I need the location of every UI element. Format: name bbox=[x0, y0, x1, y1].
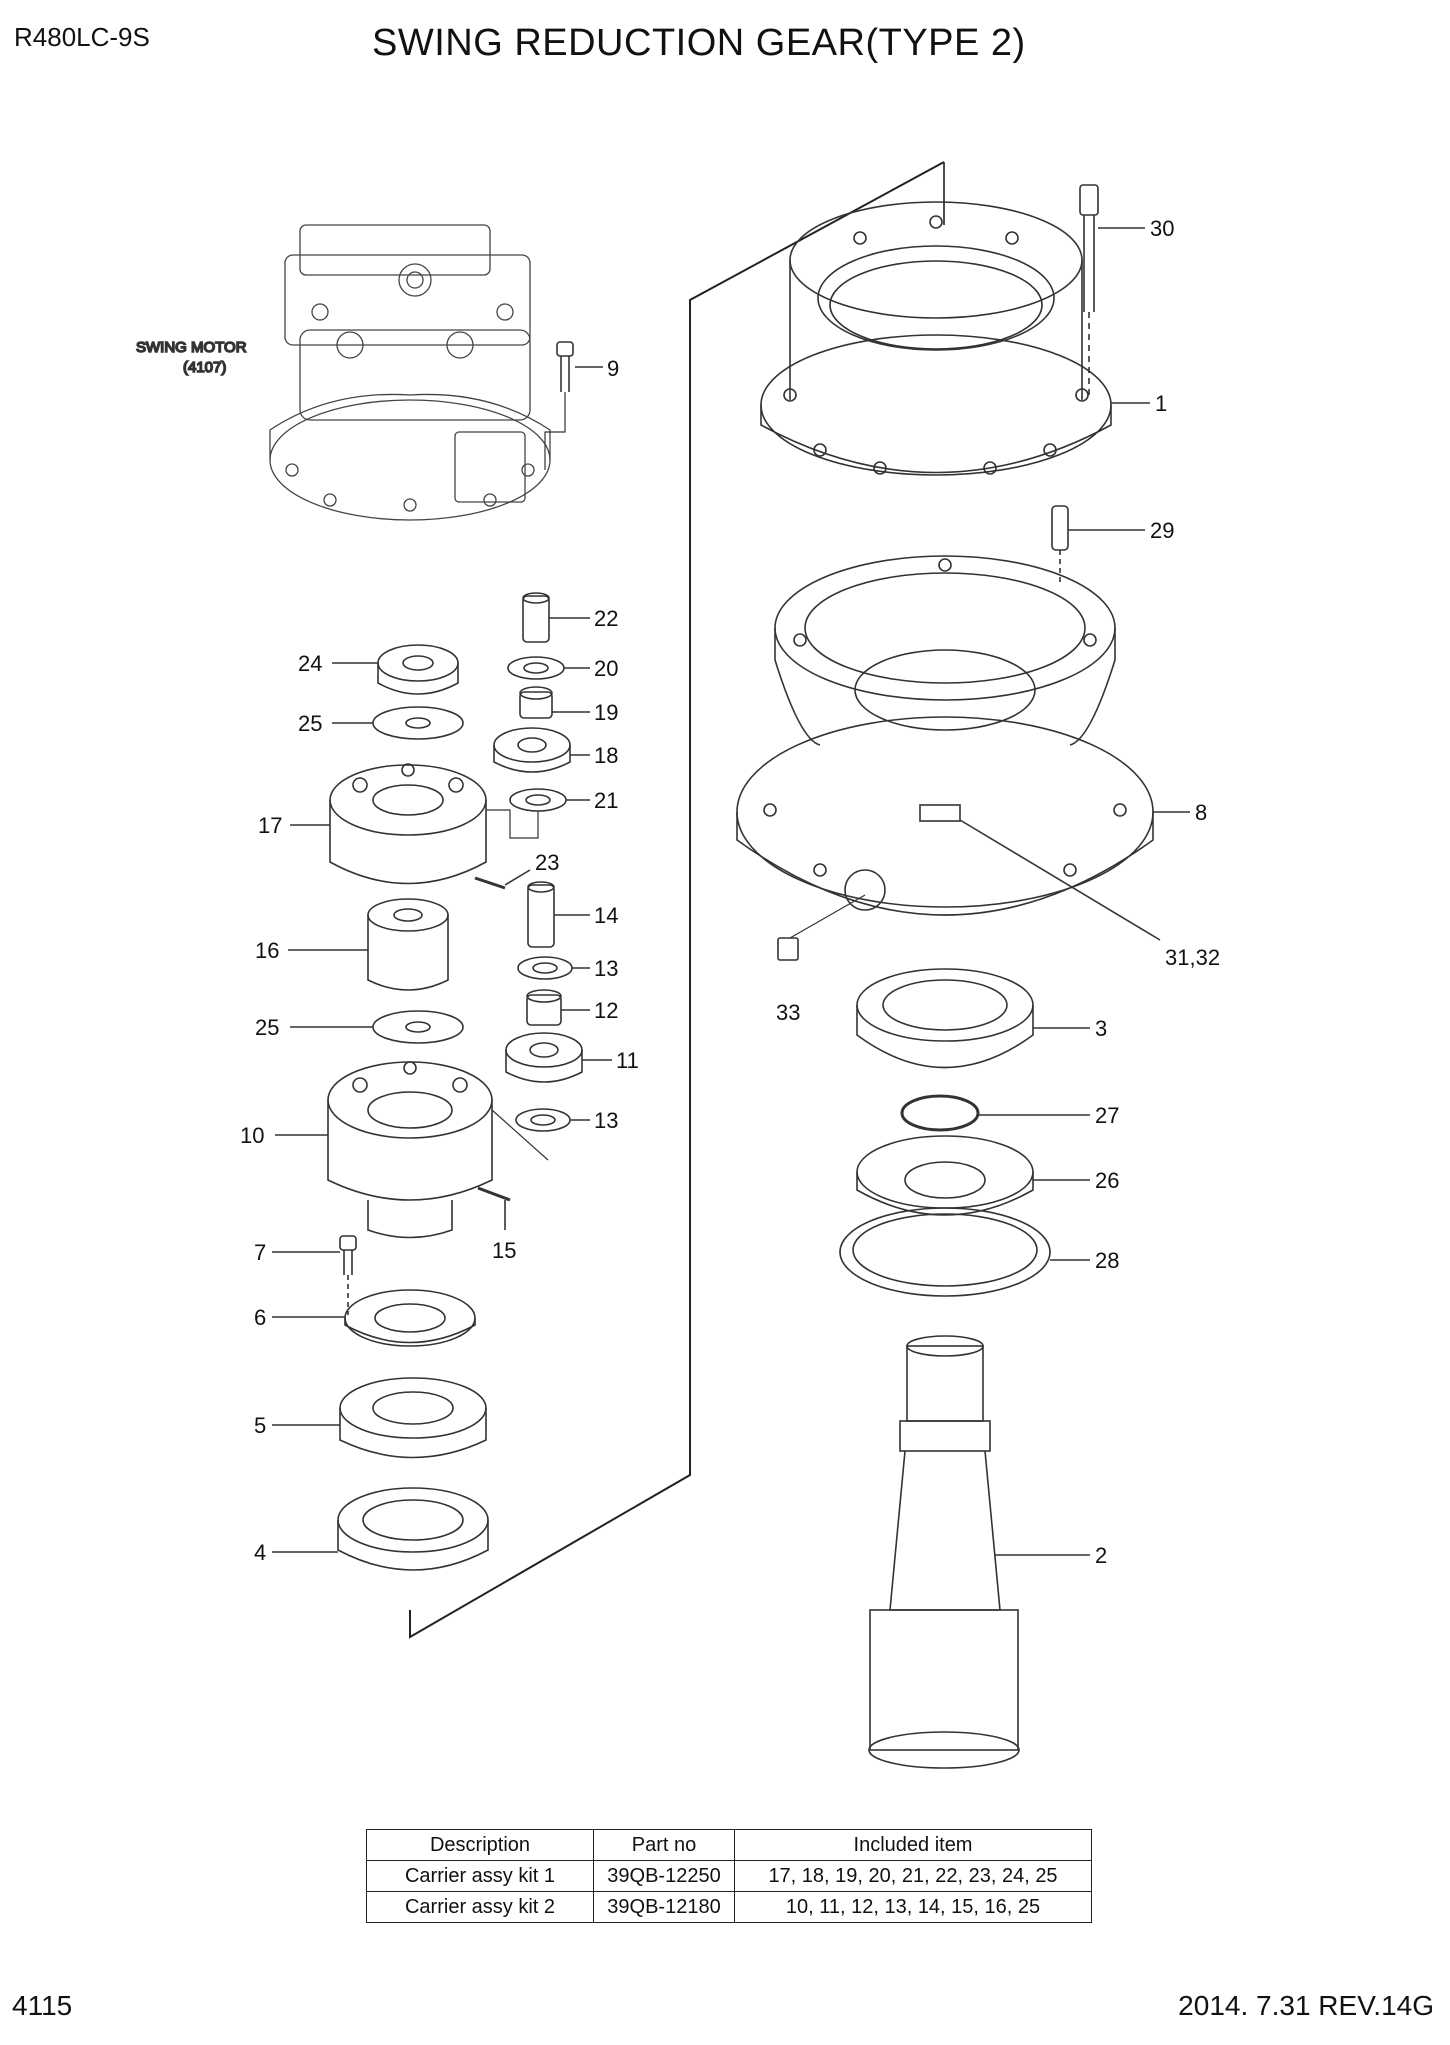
callout-15: 15 bbox=[492, 1238, 516, 1263]
header-description: Description bbox=[366, 1829, 594, 1861]
part-18-planet-gear bbox=[493, 727, 571, 773]
callout-2: 2 bbox=[1095, 1543, 1107, 1568]
part-29-pin bbox=[1051, 505, 1069, 585]
callout-7: 7 bbox=[254, 1240, 266, 1265]
part-11-planet-gear bbox=[505, 1032, 583, 1083]
part-33-plug bbox=[777, 894, 866, 961]
part-13-washer-lower bbox=[515, 1108, 571, 1132]
part-24-gear bbox=[377, 644, 459, 695]
part-2-pinion-shaft bbox=[868, 1335, 1020, 1769]
page-title: SWING REDUCTION GEAR(TYPE 2) bbox=[372, 22, 1026, 64]
part-14-pin bbox=[527, 881, 555, 948]
callout-9: 9 bbox=[607, 356, 619, 381]
callout-16: 16 bbox=[255, 938, 279, 963]
model-code: R480LC-9S bbox=[14, 22, 150, 52]
callout-18: 18 bbox=[594, 743, 618, 768]
callout-28: 28 bbox=[1095, 1248, 1119, 1273]
cell-included-item: 10, 11, 12, 13, 14, 15, 16, 25 bbox=[734, 1891, 1092, 1923]
part-4-bearing bbox=[337, 1487, 489, 1571]
part-13-washer-upper bbox=[517, 956, 573, 980]
cell-part-no: 39QB-12250 bbox=[593, 1860, 735, 1892]
header-part-no: Part no bbox=[593, 1829, 735, 1861]
part-22-pin bbox=[522, 592, 550, 643]
part-27-o-ring bbox=[900, 1094, 980, 1132]
part-8-casing bbox=[736, 555, 1154, 916]
table-row: Carrier assy kit 2 39QB-12180 10, 11, 12… bbox=[366, 1891, 1092, 1923]
callout-1: 1 bbox=[1155, 391, 1167, 416]
callout-19: 19 bbox=[594, 700, 618, 725]
callout-29: 29 bbox=[1150, 518, 1174, 543]
part-5-collar bbox=[339, 1377, 487, 1459]
callout-11: 11 bbox=[616, 1048, 639, 1073]
part-1-ring-gear bbox=[760, 201, 1112, 476]
callout-13-upper: 13 bbox=[594, 956, 618, 981]
callout-24: 24 bbox=[298, 651, 322, 676]
kit-table: Description Part no Included item Carrie… bbox=[366, 1829, 1092, 1923]
callout-4: 4 bbox=[254, 1540, 266, 1565]
cell-description: Carrier assy kit 1 bbox=[366, 1860, 594, 1892]
table-row: Carrier assy kit 1 39QB-12250 17, 18, 19… bbox=[366, 1860, 1092, 1892]
part-19-needle-bearing bbox=[519, 686, 553, 719]
part-15-pin bbox=[477, 1186, 511, 1202]
part-21-washer bbox=[509, 788, 567, 812]
part-3-bearing bbox=[856, 968, 1034, 1069]
page-number: 4115 bbox=[12, 1990, 73, 2021]
cell-description: Carrier assy kit 2 bbox=[366, 1891, 594, 1923]
part-25-thrust-washer-lower bbox=[372, 1010, 464, 1044]
callout-12: 12 bbox=[594, 998, 618, 1023]
swing-motor-label: SWING MOTOR bbox=[136, 339, 247, 356]
callout-17: 17 bbox=[258, 813, 282, 838]
callout-3: 3 bbox=[1095, 1016, 1107, 1041]
part-7-bolt bbox=[339, 1235, 357, 1315]
callout-23: 23 bbox=[535, 850, 559, 875]
callout-33: 33 bbox=[776, 1000, 800, 1025]
callout-14: 14 bbox=[594, 903, 618, 928]
part-6-plate bbox=[344, 1289, 476, 1347]
part-26-seal bbox=[856, 1135, 1034, 1216]
callout-25-lower: 25 bbox=[255, 1015, 279, 1040]
callout-8: 8 bbox=[1195, 800, 1207, 825]
part-23-pin bbox=[474, 876, 506, 890]
part-17-carrier bbox=[329, 763, 487, 885]
callout-5: 5 bbox=[254, 1413, 266, 1438]
part-28-plate bbox=[839, 1207, 1051, 1297]
assembly-guide-line bbox=[409, 161, 945, 1639]
part-20-washer bbox=[507, 656, 565, 680]
callout-30: 30 bbox=[1150, 216, 1174, 241]
callout-20: 20 bbox=[594, 656, 618, 681]
header-included-item: Included item bbox=[734, 1829, 1092, 1861]
callout-25-upper: 25 bbox=[298, 711, 322, 736]
swing-motor-ref: (4107) bbox=[183, 359, 226, 376]
callout-21: 21 bbox=[594, 788, 618, 813]
cell-included-item: 17, 18, 19, 20, 21, 22, 23, 24, 25 bbox=[734, 1860, 1092, 1892]
callout-13-lower: 13 bbox=[594, 1108, 618, 1133]
part-10-carrier bbox=[327, 1061, 493, 1239]
exploded-parts-diagram: SWING MOTOR (4107) bbox=[135, 161, 1220, 1769]
callout-10: 10 bbox=[240, 1123, 264, 1148]
callout-6: 6 bbox=[254, 1305, 266, 1330]
part-30-bolt bbox=[1079, 184, 1099, 395]
callout-22: 22 bbox=[594, 606, 618, 631]
kit-table-header: Description Part no Included item bbox=[366, 1829, 1092, 1861]
swing-motor-drawing bbox=[269, 224, 551, 521]
callout-26: 26 bbox=[1095, 1168, 1119, 1193]
callout-27: 27 bbox=[1095, 1103, 1119, 1128]
part-25-thrust-washer bbox=[372, 706, 464, 740]
cell-part-no: 39QB-12180 bbox=[593, 1891, 735, 1923]
part-16-sun-gear bbox=[367, 898, 449, 991]
revision-date: 2014. 7.31 REV.14G bbox=[1178, 1990, 1434, 2021]
part-12-needle-bearing bbox=[526, 989, 562, 1026]
callout-31-32: 31,32 bbox=[1165, 945, 1220, 970]
part-9-bolt bbox=[544, 341, 574, 470]
